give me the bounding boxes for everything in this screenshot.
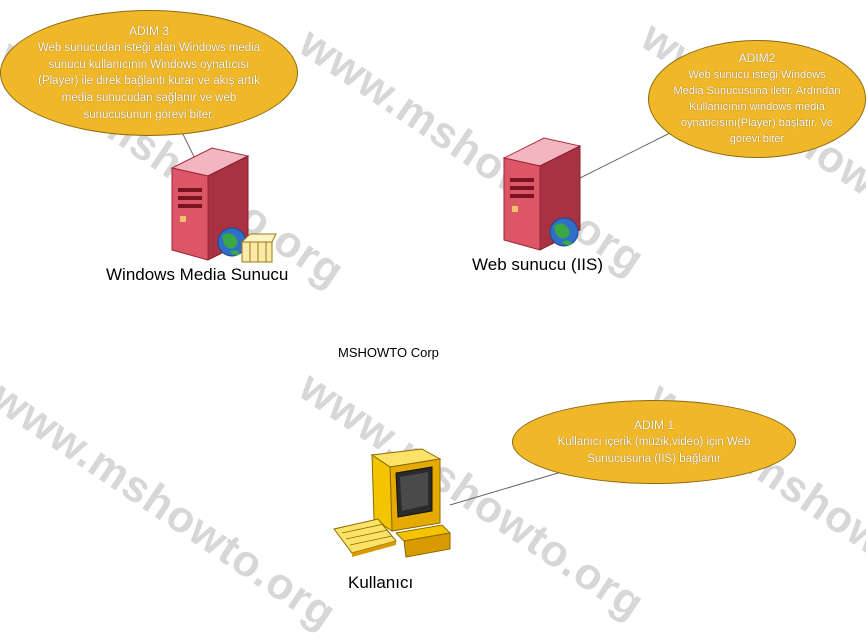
- media-folder-icon: [240, 233, 277, 263]
- user-label: Kullanıcı: [348, 573, 414, 592]
- step2-line: Kullanıcının windows media: [689, 100, 825, 113]
- diagram-canvas: www.mshowto.org www.mshowto.org www.msho…: [0, 10, 866, 639]
- step3-line: (Player) ile direk bağlantı kurar ve akı…: [38, 75, 260, 88]
- step1-line: Sunucusuna (IIS) bağlanır: [587, 452, 721, 465]
- step3-line: sunucusunun görevi biter.: [83, 108, 215, 121]
- step1-line: Kullanıcı içerik (müzik,video) için Web: [557, 436, 751, 449]
- step2-line: Media Sunucusuna iletir. Ardından: [673, 84, 841, 97]
- step3-title: ADIM 3: [128, 23, 169, 38]
- windows-media-server-icon: [170, 147, 277, 263]
- web-server-iis-icon: [502, 137, 582, 251]
- windows-media-server-label: Windows Media Sunucu: [106, 265, 289, 284]
- step1-bubble: ADIM 1 Kullanıcı içerik (müzik,video) iç…: [512, 400, 796, 484]
- step3-line: sunucu kullanıcının Windows oynatıcısı: [48, 58, 250, 71]
- step2-title: ADIM2: [738, 51, 776, 66]
- user-computer-icon: [333, 448, 452, 558]
- step2-line: Web sunucu isteği Windows: [688, 68, 826, 81]
- step2-line: görevi biter: [729, 132, 785, 145]
- step3-bubble: ADIM 3 Web sunucudan isteği alan Windows…: [0, 10, 298, 136]
- web-server-label: Web sunucu (IIS): [472, 255, 604, 274]
- keyboard-icon: [333, 518, 397, 557]
- step2-line: oynatıcısını(Player) başlatır. Ve: [680, 116, 834, 129]
- step3-line: media sunucudan sağlanır ve web: [61, 92, 237, 105]
- step2-bubble: ADIM2 Web sunucu isteği Windows Media Su…: [648, 40, 866, 158]
- step3-line: Web sunucudan isteği alan Windows media: [37, 42, 261, 55]
- corp-label: MSHOWTO Corp: [338, 345, 439, 360]
- step1-title: ADIM 1: [633, 417, 674, 432]
